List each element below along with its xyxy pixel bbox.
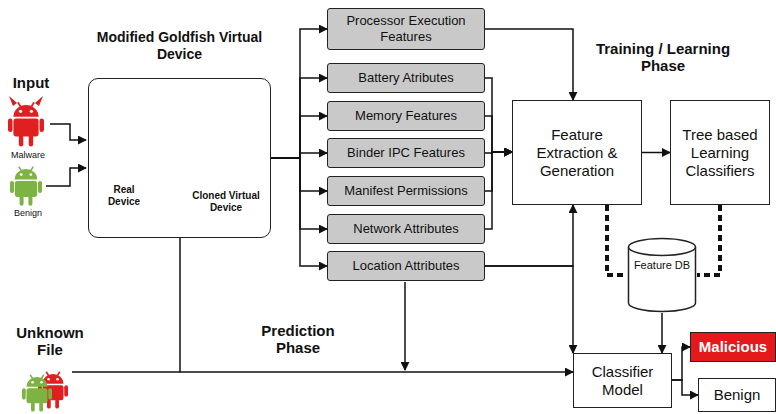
- feature-box: Network Attributes: [327, 214, 485, 244]
- prediction-line: [72, 371, 180, 373]
- node-text: Malicious: [699, 338, 767, 356]
- node-text: Processor Execution Features: [334, 13, 478, 44]
- cylinder-outline: [627, 237, 697, 313]
- input-arrow: [50, 124, 86, 140]
- database-cylinder: Feature DB: [627, 237, 697, 313]
- arrow-connector: [271, 116, 327, 158]
- phase-label: Benign: [2, 208, 54, 218]
- phase-label: Training / Learning Phase: [578, 40, 748, 75]
- process-box: Tree based Learning Classifiers: [670, 100, 770, 205]
- result-box: Benign: [698, 378, 776, 412]
- arrow-connector: [485, 116, 512, 152]
- node-text: Location Attributes: [353, 258, 460, 274]
- node-text: Feature Extraction & Generation: [519, 126, 635, 180]
- device-box: Modified Goldfish Virtual Device: [88, 78, 271, 238]
- phase-label: Prediction Phase: [246, 322, 350, 357]
- arrow-connector: [271, 158, 327, 191]
- unknown-file-icon: [22, 372, 68, 412]
- feature-box: Battery Atributes: [327, 63, 485, 93]
- feature-box: Binder IPC Features: [327, 138, 485, 168]
- arrow-connector: [661, 313, 663, 353]
- process-box: Feature Extraction & Generation: [512, 100, 642, 205]
- arrow-connector: [485, 78, 512, 152]
- process-box: Classifier Model: [573, 353, 672, 408]
- arrow-connector: [485, 266, 573, 353]
- arrow-connector: [271, 158, 327, 229]
- arrow-connector: [271, 29, 327, 158]
- arrow-connector: [271, 78, 327, 158]
- phase-label: Cloned Virtual Device: [180, 190, 272, 213]
- node-text: Feature DB: [627, 259, 697, 272]
- dashed-connector: [607, 205, 627, 275]
- arrow-connector: [485, 29, 573, 100]
- dashed-connector: [697, 205, 720, 275]
- input-arrow: [46, 168, 86, 186]
- node-text: Memory Features: [355, 108, 457, 124]
- arrow-connector: [485, 152, 512, 191]
- phase-label: Unknown File: [4, 324, 96, 359]
- node-text: Classifier Model: [580, 363, 665, 399]
- prediction-arrow: [404, 282, 406, 370]
- feature-box: Memory Features: [327, 101, 485, 131]
- feature-box: Processor Execution Features: [327, 8, 485, 50]
- arrow-connector: [180, 238, 573, 372]
- arrow-connector: [672, 347, 690, 380]
- node-text: Benign: [714, 386, 761, 404]
- result-box: Malicious: [690, 332, 776, 362]
- phase-label: Input: [6, 74, 56, 91]
- phase-label: Malware: [2, 150, 54, 160]
- feature-box: Location Attributes: [327, 251, 485, 281]
- arrow-connector: [642, 152, 670, 154]
- node-text: Manifest Permissions: [344, 183, 468, 199]
- arrow-connector: [485, 205, 573, 266]
- phase-label: Real Device: [102, 184, 146, 207]
- arrow-connector: [271, 158, 327, 266]
- node-text: Tree based Learning Classifiers: [677, 126, 763, 180]
- benign-robot: [10, 167, 42, 206]
- node-text: Network Attributes: [353, 221, 459, 237]
- arrow-connector: [672, 380, 698, 395]
- malware-robot: [8, 96, 44, 146]
- node-text: Binder IPC Features: [347, 145, 465, 161]
- arrow-connector: [485, 152, 512, 229]
- node-text: Battery Atributes: [358, 70, 453, 86]
- node-text: Modified Goldfish Virtual Device: [94, 29, 265, 63]
- feature-box: Manifest Permissions: [327, 176, 485, 206]
